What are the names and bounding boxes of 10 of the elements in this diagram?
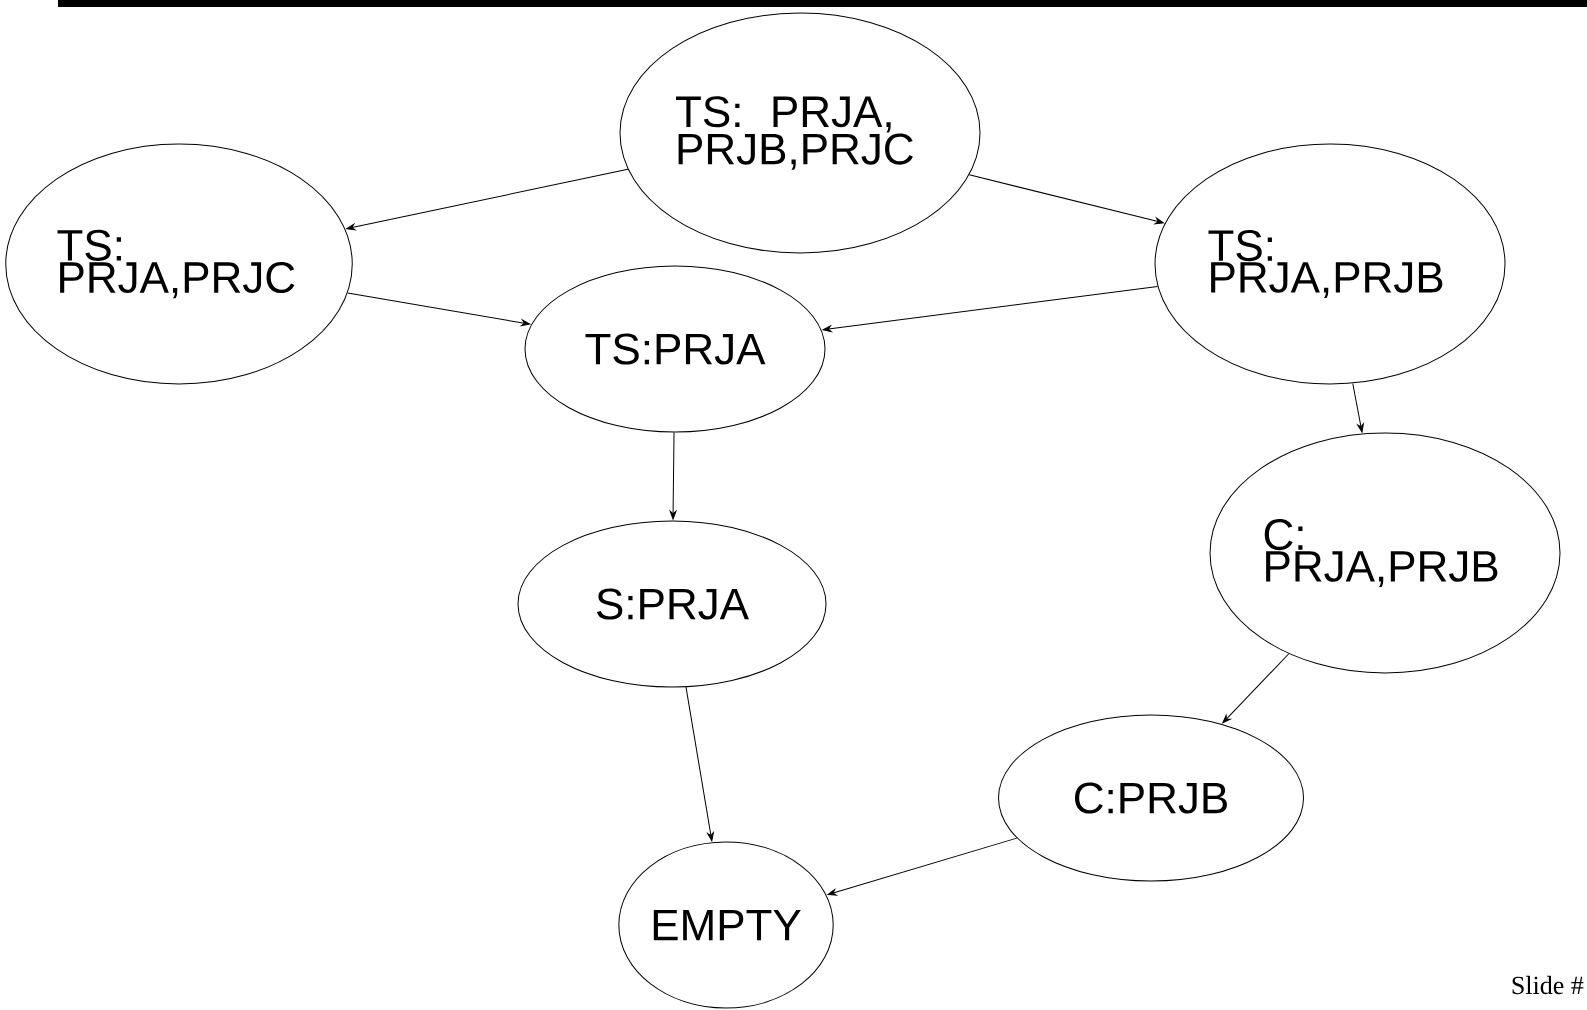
- arrow: [669, 432, 677, 520]
- arrow: [827, 837, 1018, 896]
- arrow: [968, 174, 1164, 225]
- arrow: [685, 686, 714, 842]
- slide-number: Slide #: [1512, 975, 1584, 995]
- arrow: [346, 168, 629, 231]
- arrow: [1222, 653, 1290, 724]
- arrow: [822, 285, 1159, 333]
- arrow: [347, 292, 531, 327]
- arrow: [1352, 383, 1364, 433]
